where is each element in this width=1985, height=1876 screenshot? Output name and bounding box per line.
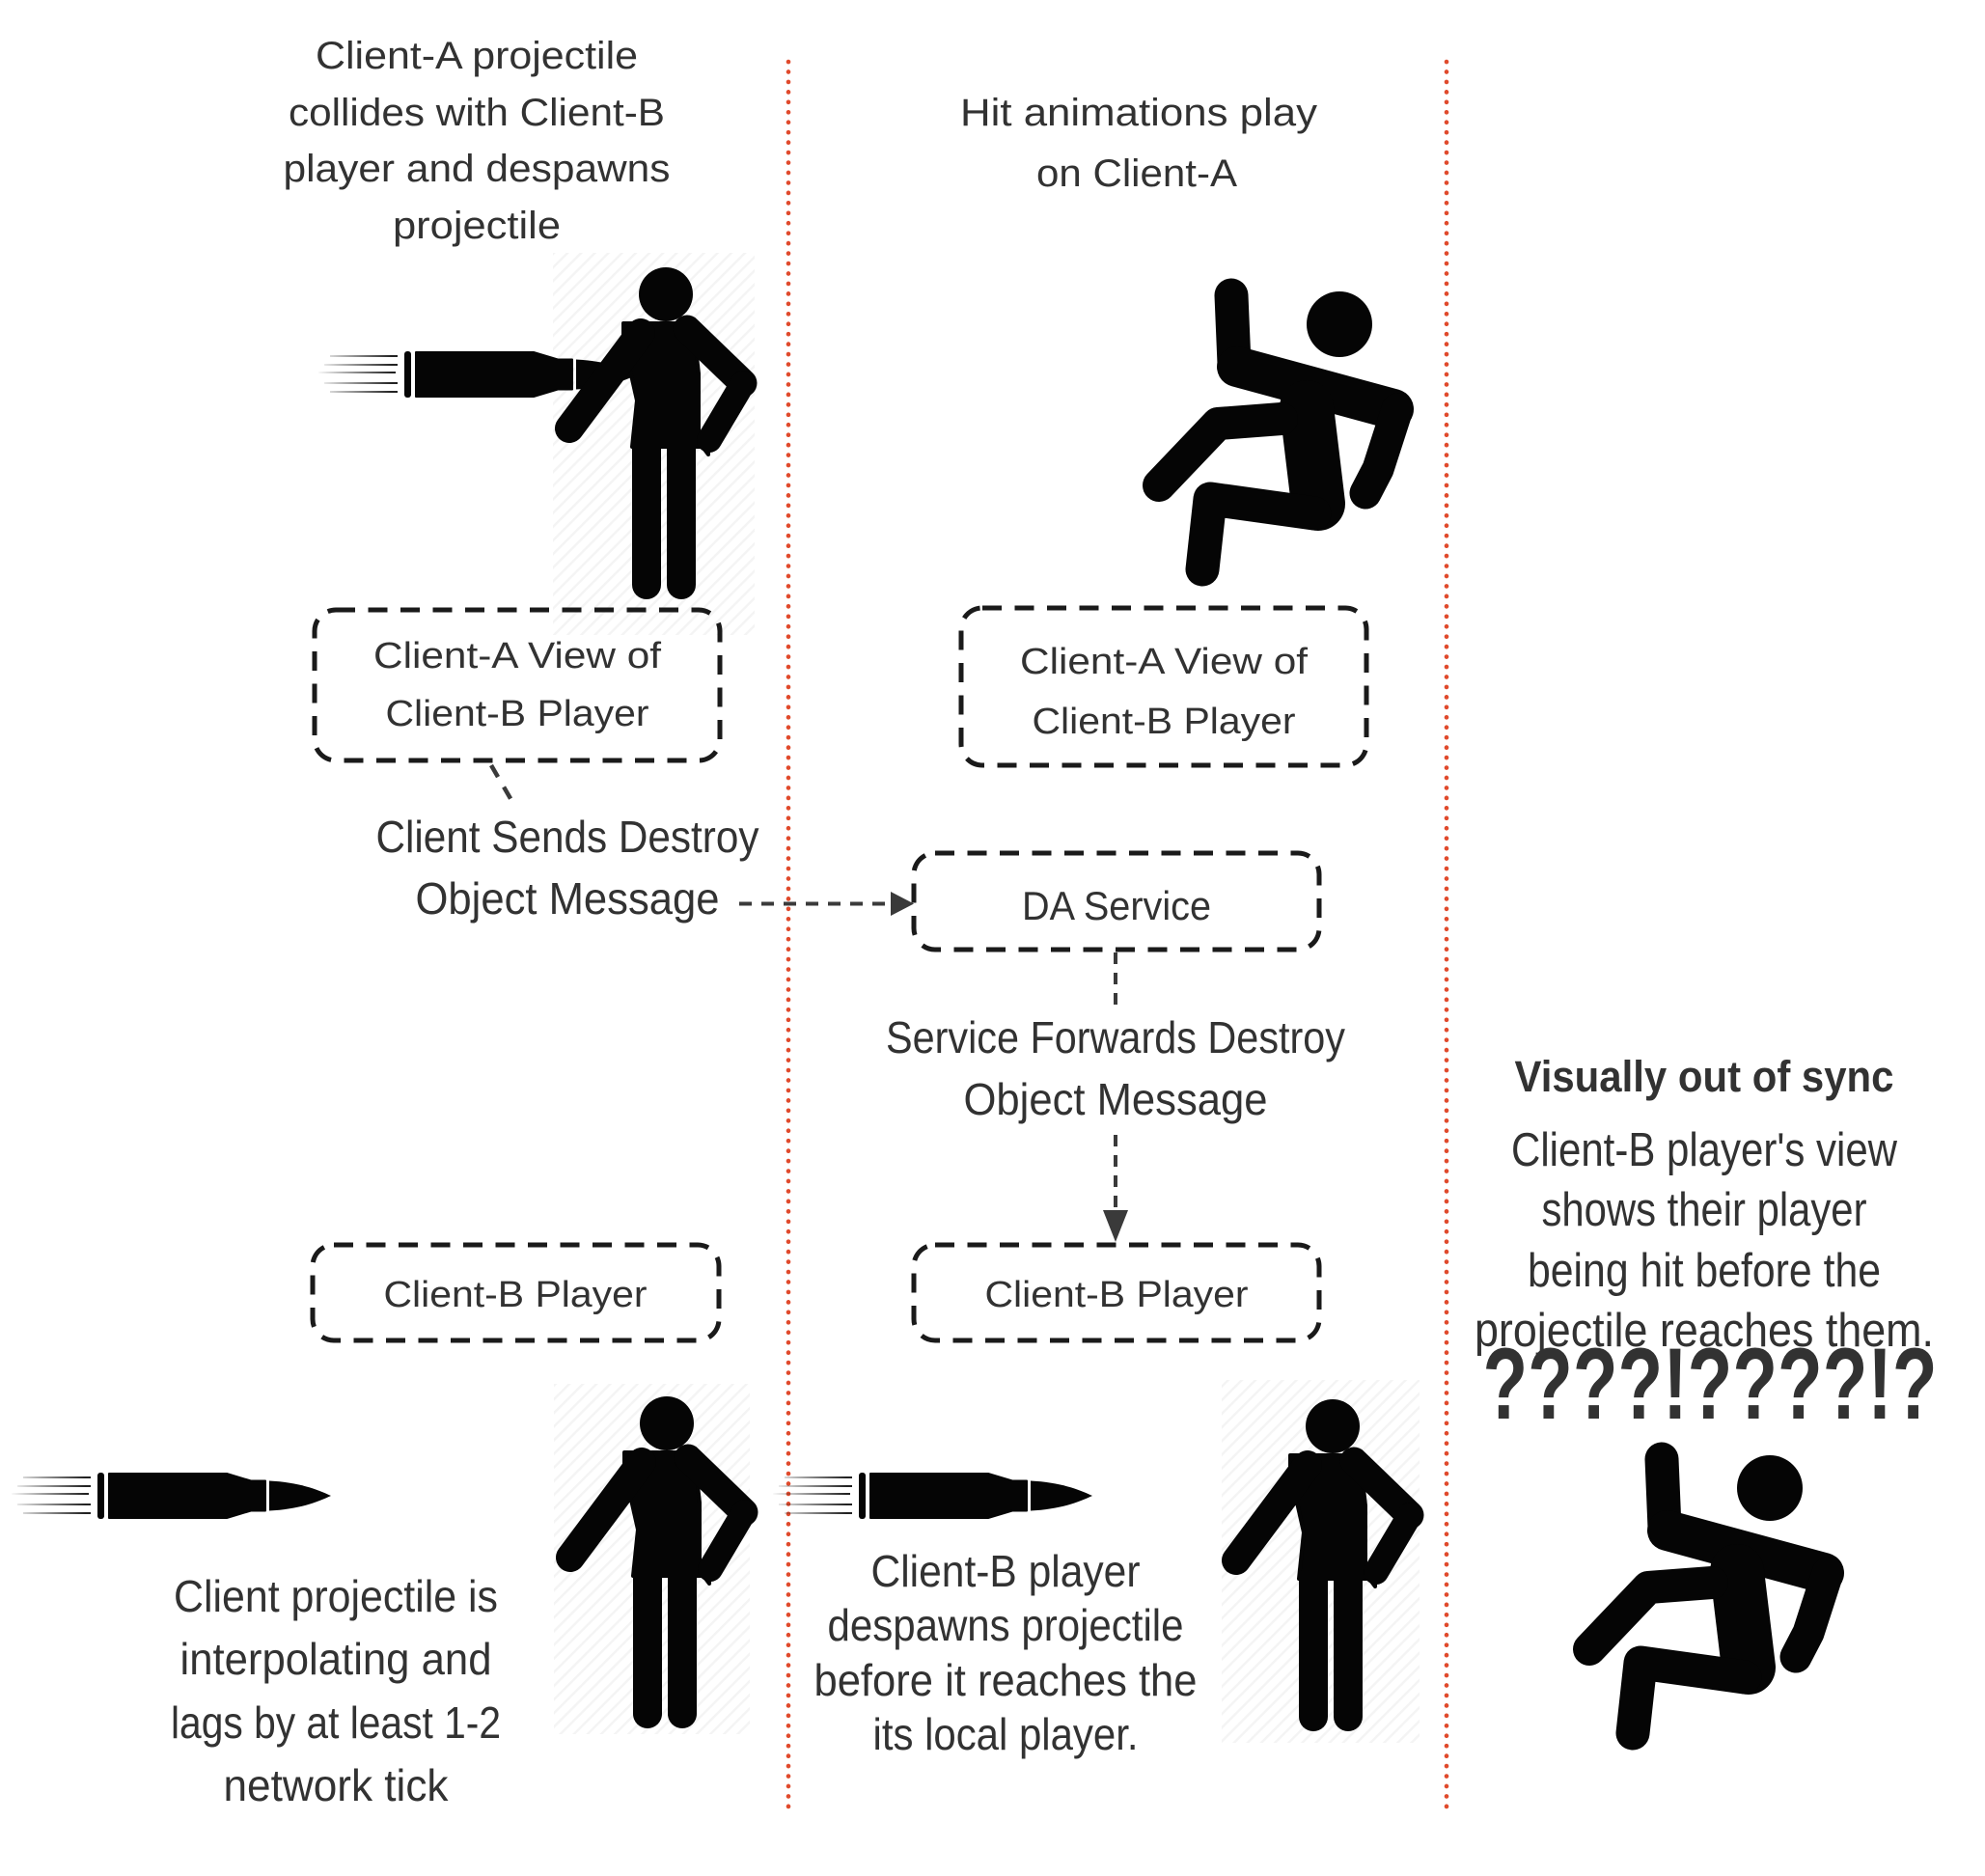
svg-text:network tick: network tick — [224, 1760, 450, 1810]
svg-text:collides with Client-B: collides with Client-B — [289, 92, 665, 134]
svg-text:lags by at least 1-2: lags by at least 1-2 — [171, 1697, 501, 1748]
svg-text:Client-B Player: Client-B Player — [386, 694, 649, 734]
svg-text:on Client-A: on Client-A — [1036, 152, 1237, 195]
svg-text:Client-B player: Client-B player — [871, 1546, 1141, 1596]
svg-text:????!????!?: ????!????!? — [1483, 1328, 1938, 1441]
svg-text:its local player.: its local player. — [873, 1709, 1139, 1759]
svg-text:despawns projectile: despawns projectile — [828, 1600, 1184, 1650]
svg-text:Client-B Player: Client-B Player — [1033, 702, 1296, 742]
svg-text:Object Message: Object Message — [964, 1074, 1268, 1124]
svg-text:before it reaches the: before it reaches the — [814, 1655, 1198, 1705]
svg-text:Client-A projectile: Client-A projectile — [316, 35, 638, 77]
svg-text:shows their player: shows their player — [1542, 1184, 1867, 1236]
svg-text:Service Forwards Destroy: Service Forwards Destroy — [886, 1012, 1345, 1062]
svg-text:projectile reaches them.: projectile reaches them. — [1475, 1305, 1934, 1357]
svg-text:Client-B Player: Client-B Player — [384, 1275, 648, 1315]
svg-text:projectile: projectile — [393, 205, 561, 247]
svg-text:Visually out of sync: Visually out of sync — [1515, 1052, 1894, 1101]
svg-text:interpolating and: interpolating and — [180, 1634, 492, 1684]
svg-text:being hit before the: being hit before the — [1528, 1245, 1881, 1297]
svg-text:DA Service: DA Service — [1022, 883, 1211, 928]
svg-text:Client-A View of: Client-A View of — [373, 636, 661, 676]
svg-text:Client Sends Destroy: Client Sends Destroy — [376, 812, 759, 862]
svg-text:Object Message: Object Message — [416, 873, 720, 924]
svg-text:Client-A View of: Client-A View of — [1020, 642, 1308, 682]
svg-text:Hit animations play: Hit animations play — [960, 92, 1317, 134]
svg-text:Client-B Player: Client-B Player — [985, 1275, 1249, 1315]
svg-text:Client projectile is: Client projectile is — [174, 1571, 498, 1621]
svg-text:Client-B player's view: Client-B player's view — [1511, 1124, 1898, 1176]
svg-text:player and despawns: player and despawns — [284, 148, 671, 190]
